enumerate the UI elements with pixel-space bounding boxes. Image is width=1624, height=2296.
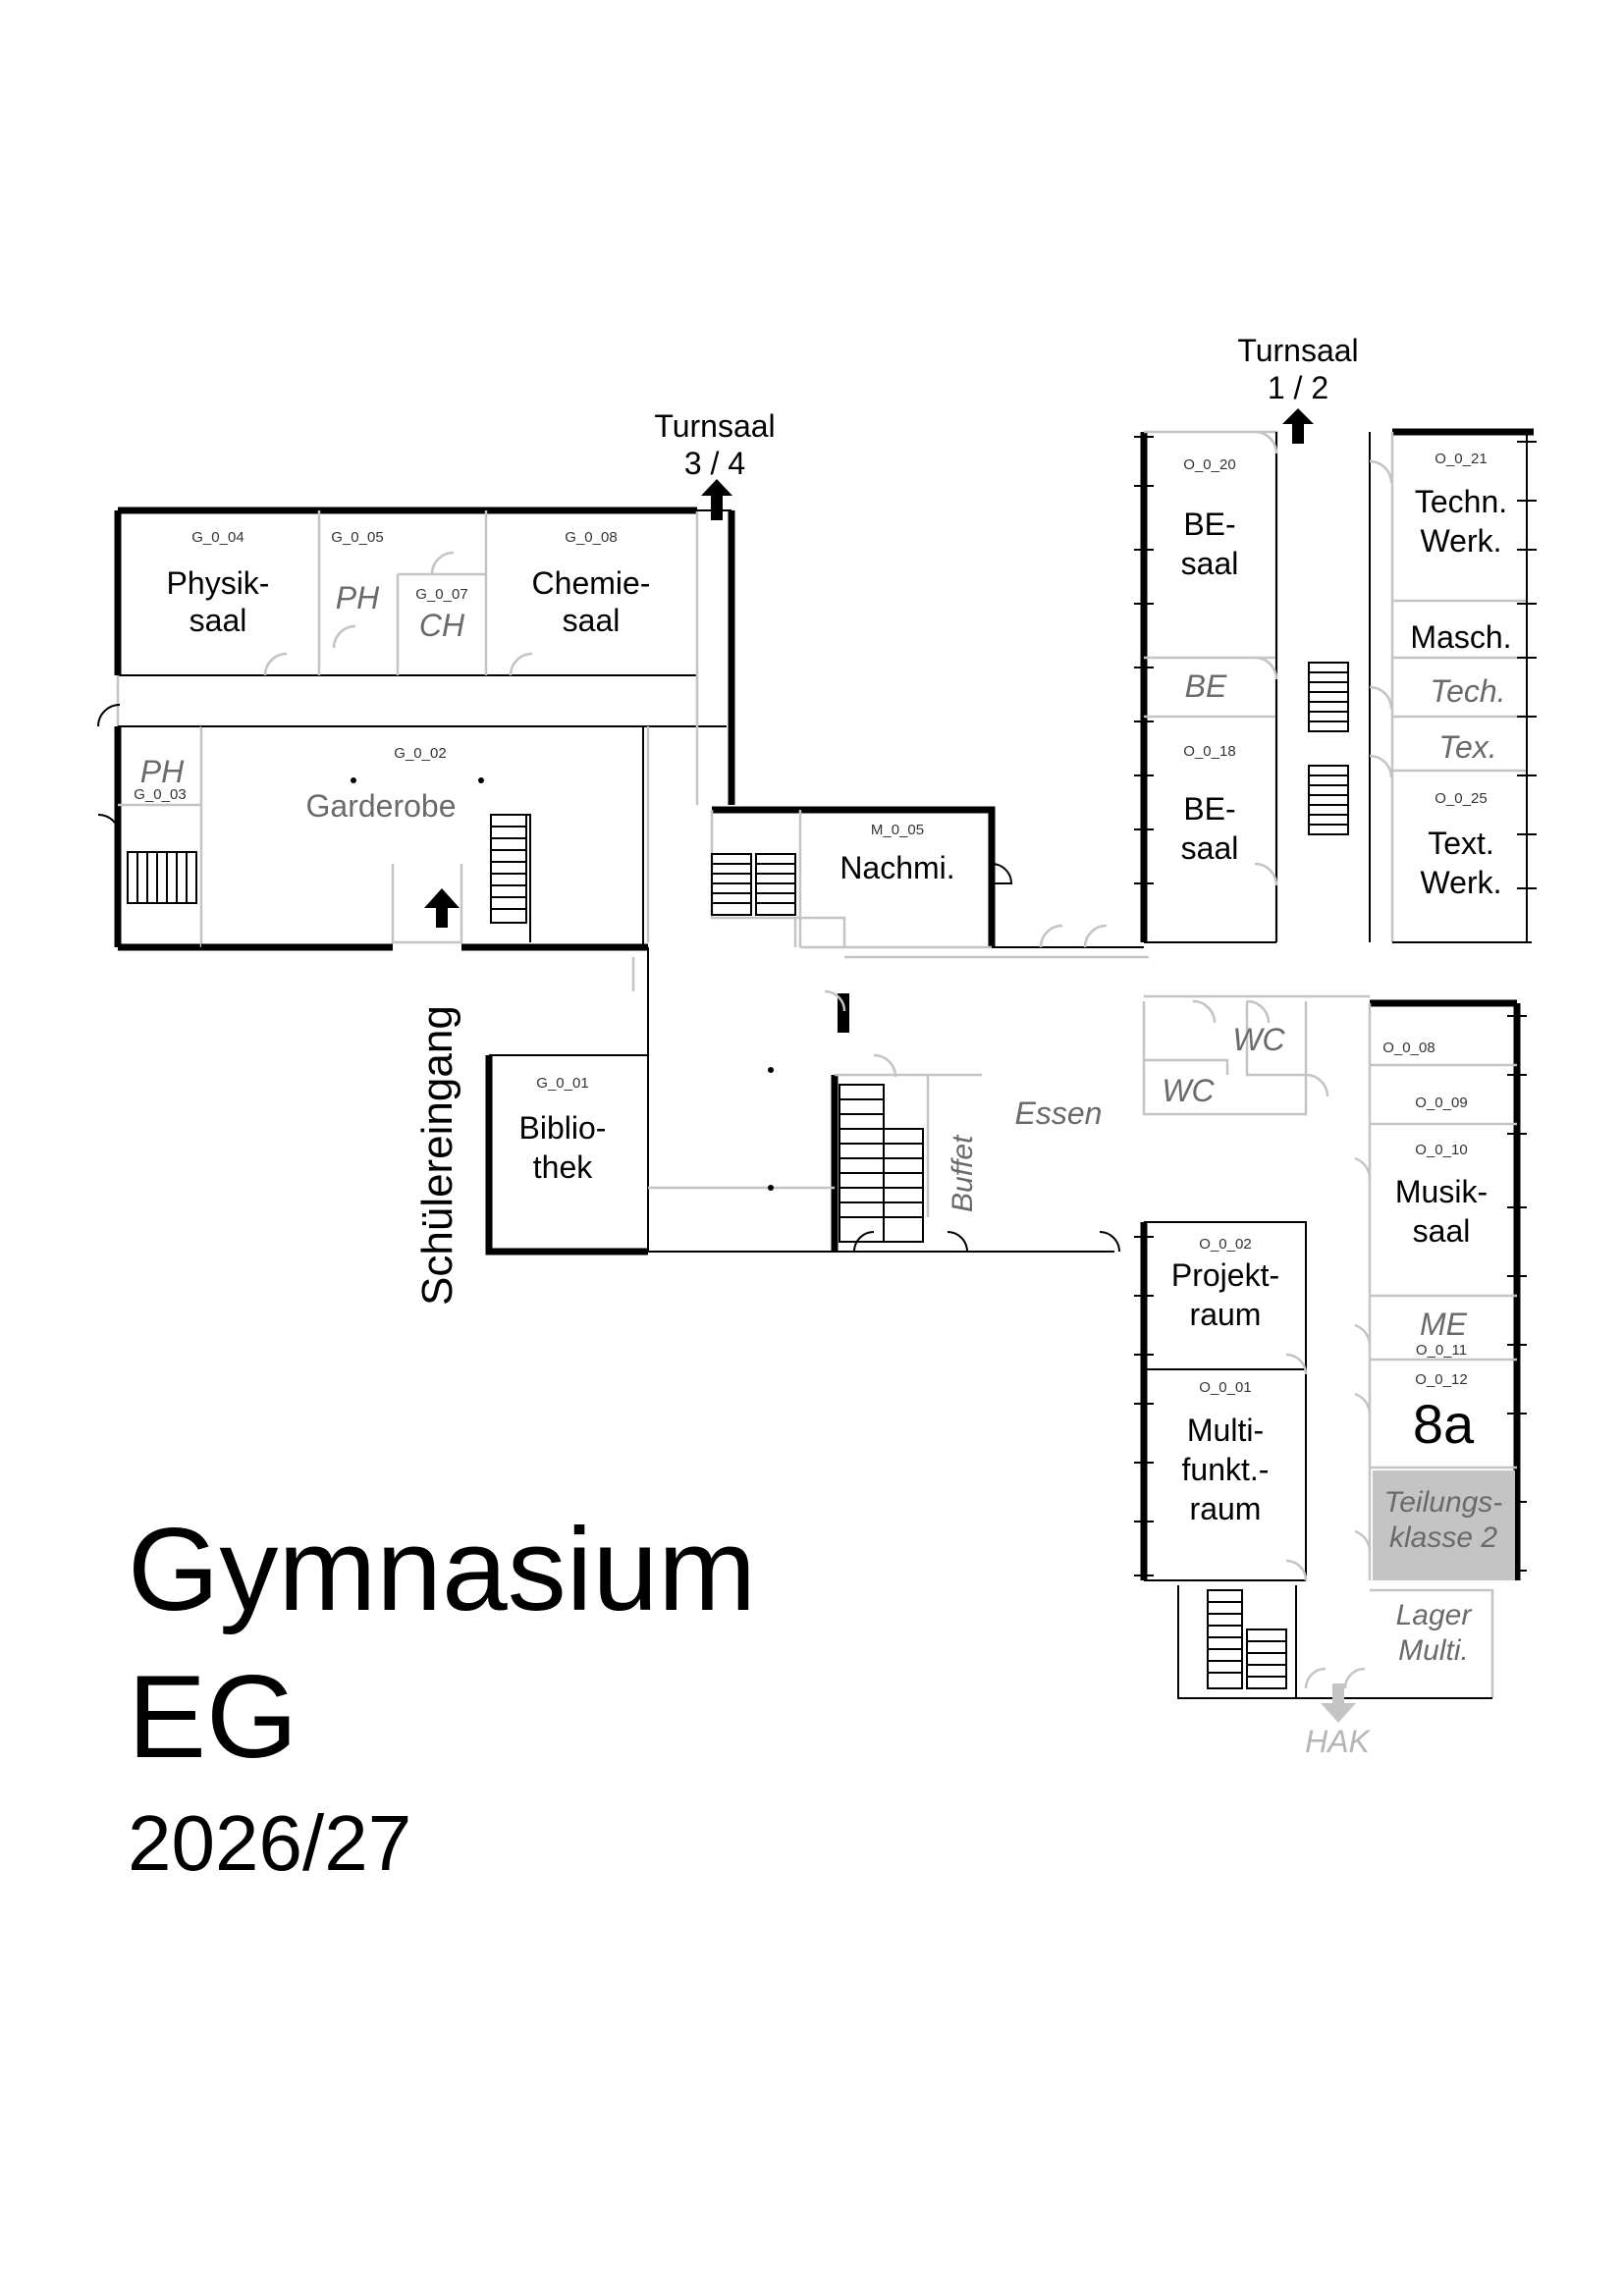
schuelereingang-label: Schülereingang xyxy=(413,1005,461,1306)
room-code-text-werk: O_0_25 xyxy=(1435,790,1487,807)
page-title: Gymnasium xyxy=(128,1504,756,1635)
room-code-musiksaal: O_0_10 xyxy=(1415,1142,1467,1158)
school-year: 2026/27 xyxy=(128,1799,411,1887)
floor-label: EG xyxy=(128,1651,298,1783)
room-label-physiksaal[interactable]: Physik-saal xyxy=(167,565,270,638)
room-label-besaal-1[interactable]: BE-saal xyxy=(1181,507,1239,581)
room-code-projektraum: O_0_02 xyxy=(1199,1236,1251,1253)
room-code-8a: O_0_12 xyxy=(1415,1371,1467,1388)
room-code-besaal-1: O_0_20 xyxy=(1183,456,1235,473)
room-label-be[interactable]: BE xyxy=(1185,668,1227,704)
room-code-garderobe: G_0_02 xyxy=(394,745,446,762)
room-label-essen[interactable]: Essen xyxy=(1015,1095,1103,1131)
room-code-techn-werk: O_0_21 xyxy=(1435,451,1487,467)
room-label-teilungsklasse[interactable]: Teilungs-klasse 2 xyxy=(1384,1486,1503,1554)
room-code-bibliothek: G_0_01 xyxy=(536,1075,588,1092)
hak-arrow[interactable] xyxy=(1321,1683,1356,1723)
room-label-projektraum[interactable]: Projekt-raum xyxy=(1171,1257,1279,1332)
room-label-besaal-2[interactable]: BE-saal xyxy=(1181,791,1239,866)
room-code-physiksaal: G_0_04 xyxy=(191,529,244,546)
room-label-tech[interactable]: Tech. xyxy=(1430,673,1505,709)
room-label-multifunkt[interactable]: Multi-funkt.-raum xyxy=(1182,1413,1270,1526)
schuelereingang-arrow[interactable] xyxy=(424,888,460,928)
room-label-wc-2[interactable]: WC xyxy=(1162,1073,1215,1108)
room-label-me[interactable]: ME xyxy=(1420,1307,1468,1342)
room-code-o-0-08: O_0_08 xyxy=(1382,1040,1435,1056)
teilungsklasse-highlight xyxy=(1373,1470,1515,1580)
room-label-nachmi[interactable]: Nachmi. xyxy=(839,850,954,885)
room-label-text-werk[interactable]: Text.Werk. xyxy=(1421,826,1502,900)
room-label-techn-werk[interactable]: Techn.Werk. xyxy=(1415,484,1507,559)
room-code-multifunkt: O_0_01 xyxy=(1199,1379,1251,1396)
room-label-tex[interactable]: Tex. xyxy=(1438,729,1496,765)
room-code-chemiesaal: G_0_08 xyxy=(565,529,617,546)
room-code-nachmi: M_0_05 xyxy=(871,822,924,838)
turnsaal-34-arrow[interactable] xyxy=(701,479,732,520)
room-code-me: O_0_11 xyxy=(1416,1342,1467,1359)
room-code-besaal-2: O_0_18 xyxy=(1183,743,1235,760)
room-label-garderobe[interactable]: Garderobe xyxy=(306,788,457,824)
room-label-buffet[interactable]: Buffet xyxy=(947,1134,979,1212)
room-label-ph-1[interactable]: PH xyxy=(336,580,380,615)
room-code-o-0-09: O_0_09 xyxy=(1415,1095,1467,1111)
room-label-bibliothek[interactable]: Biblio-thek xyxy=(519,1110,607,1185)
room-code-ph-2: G_0_03 xyxy=(134,786,186,803)
floor-plan-walls xyxy=(97,428,1537,1699)
room-label-ch[interactable]: CH xyxy=(419,608,465,643)
room-label-wc-1[interactable]: WC xyxy=(1232,1022,1285,1057)
room-label-chemiesaal[interactable]: Chemie-saal xyxy=(532,565,651,638)
room-label-musiksaal[interactable]: Musik-saal xyxy=(1395,1174,1488,1249)
room-label-ph-2[interactable]: PH xyxy=(140,754,185,789)
hak-label: HAK xyxy=(1305,1724,1371,1759)
room-label-masch[interactable]: Masch. xyxy=(1410,619,1511,655)
room-label-8a[interactable]: 8a xyxy=(1413,1393,1475,1455)
room-code-ph-1: G_0_05 xyxy=(331,529,383,546)
room-code-ch: G_0_07 xyxy=(415,586,467,603)
turnsaal-12-arrow[interactable] xyxy=(1282,408,1314,444)
